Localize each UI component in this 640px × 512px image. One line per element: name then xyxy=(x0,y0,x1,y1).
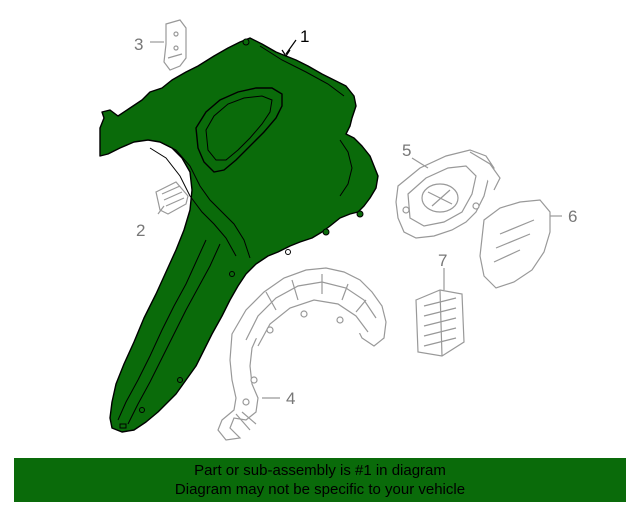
banner-line-1: Part or sub-assembly is #1 in diagram xyxy=(194,462,446,479)
callout-6: 6 xyxy=(568,207,577,226)
leader-lines xyxy=(150,39,562,399)
part-6-fuel-door[interactable] xyxy=(479,199,551,289)
callout-4: 4 xyxy=(286,389,295,408)
banner-line-2: Diagram may not be specific to your vehi… xyxy=(174,481,466,498)
callout-1: 1 xyxy=(300,27,309,46)
callout-5: 5 xyxy=(402,141,411,160)
part-4-wheelhouse-liner[interactable] xyxy=(217,267,387,441)
part-5-fuel-filler-housing[interactable] xyxy=(395,149,501,239)
parts-diagram: 1 2 3 4 5 6 7 xyxy=(99,19,577,441)
part-2-clip[interactable] xyxy=(155,181,189,215)
callout-3: 3 xyxy=(134,35,143,54)
info-banner: Part or sub-assembly is #1 in diagram Di… xyxy=(14,458,626,502)
callout-7: 7 xyxy=(438,251,447,270)
callout-2: 2 xyxy=(136,221,145,240)
part-7-vent[interactable] xyxy=(415,289,465,357)
part-1-quarter-panel[interactable] xyxy=(99,37,379,433)
part-3-bracket[interactable] xyxy=(163,19,187,71)
